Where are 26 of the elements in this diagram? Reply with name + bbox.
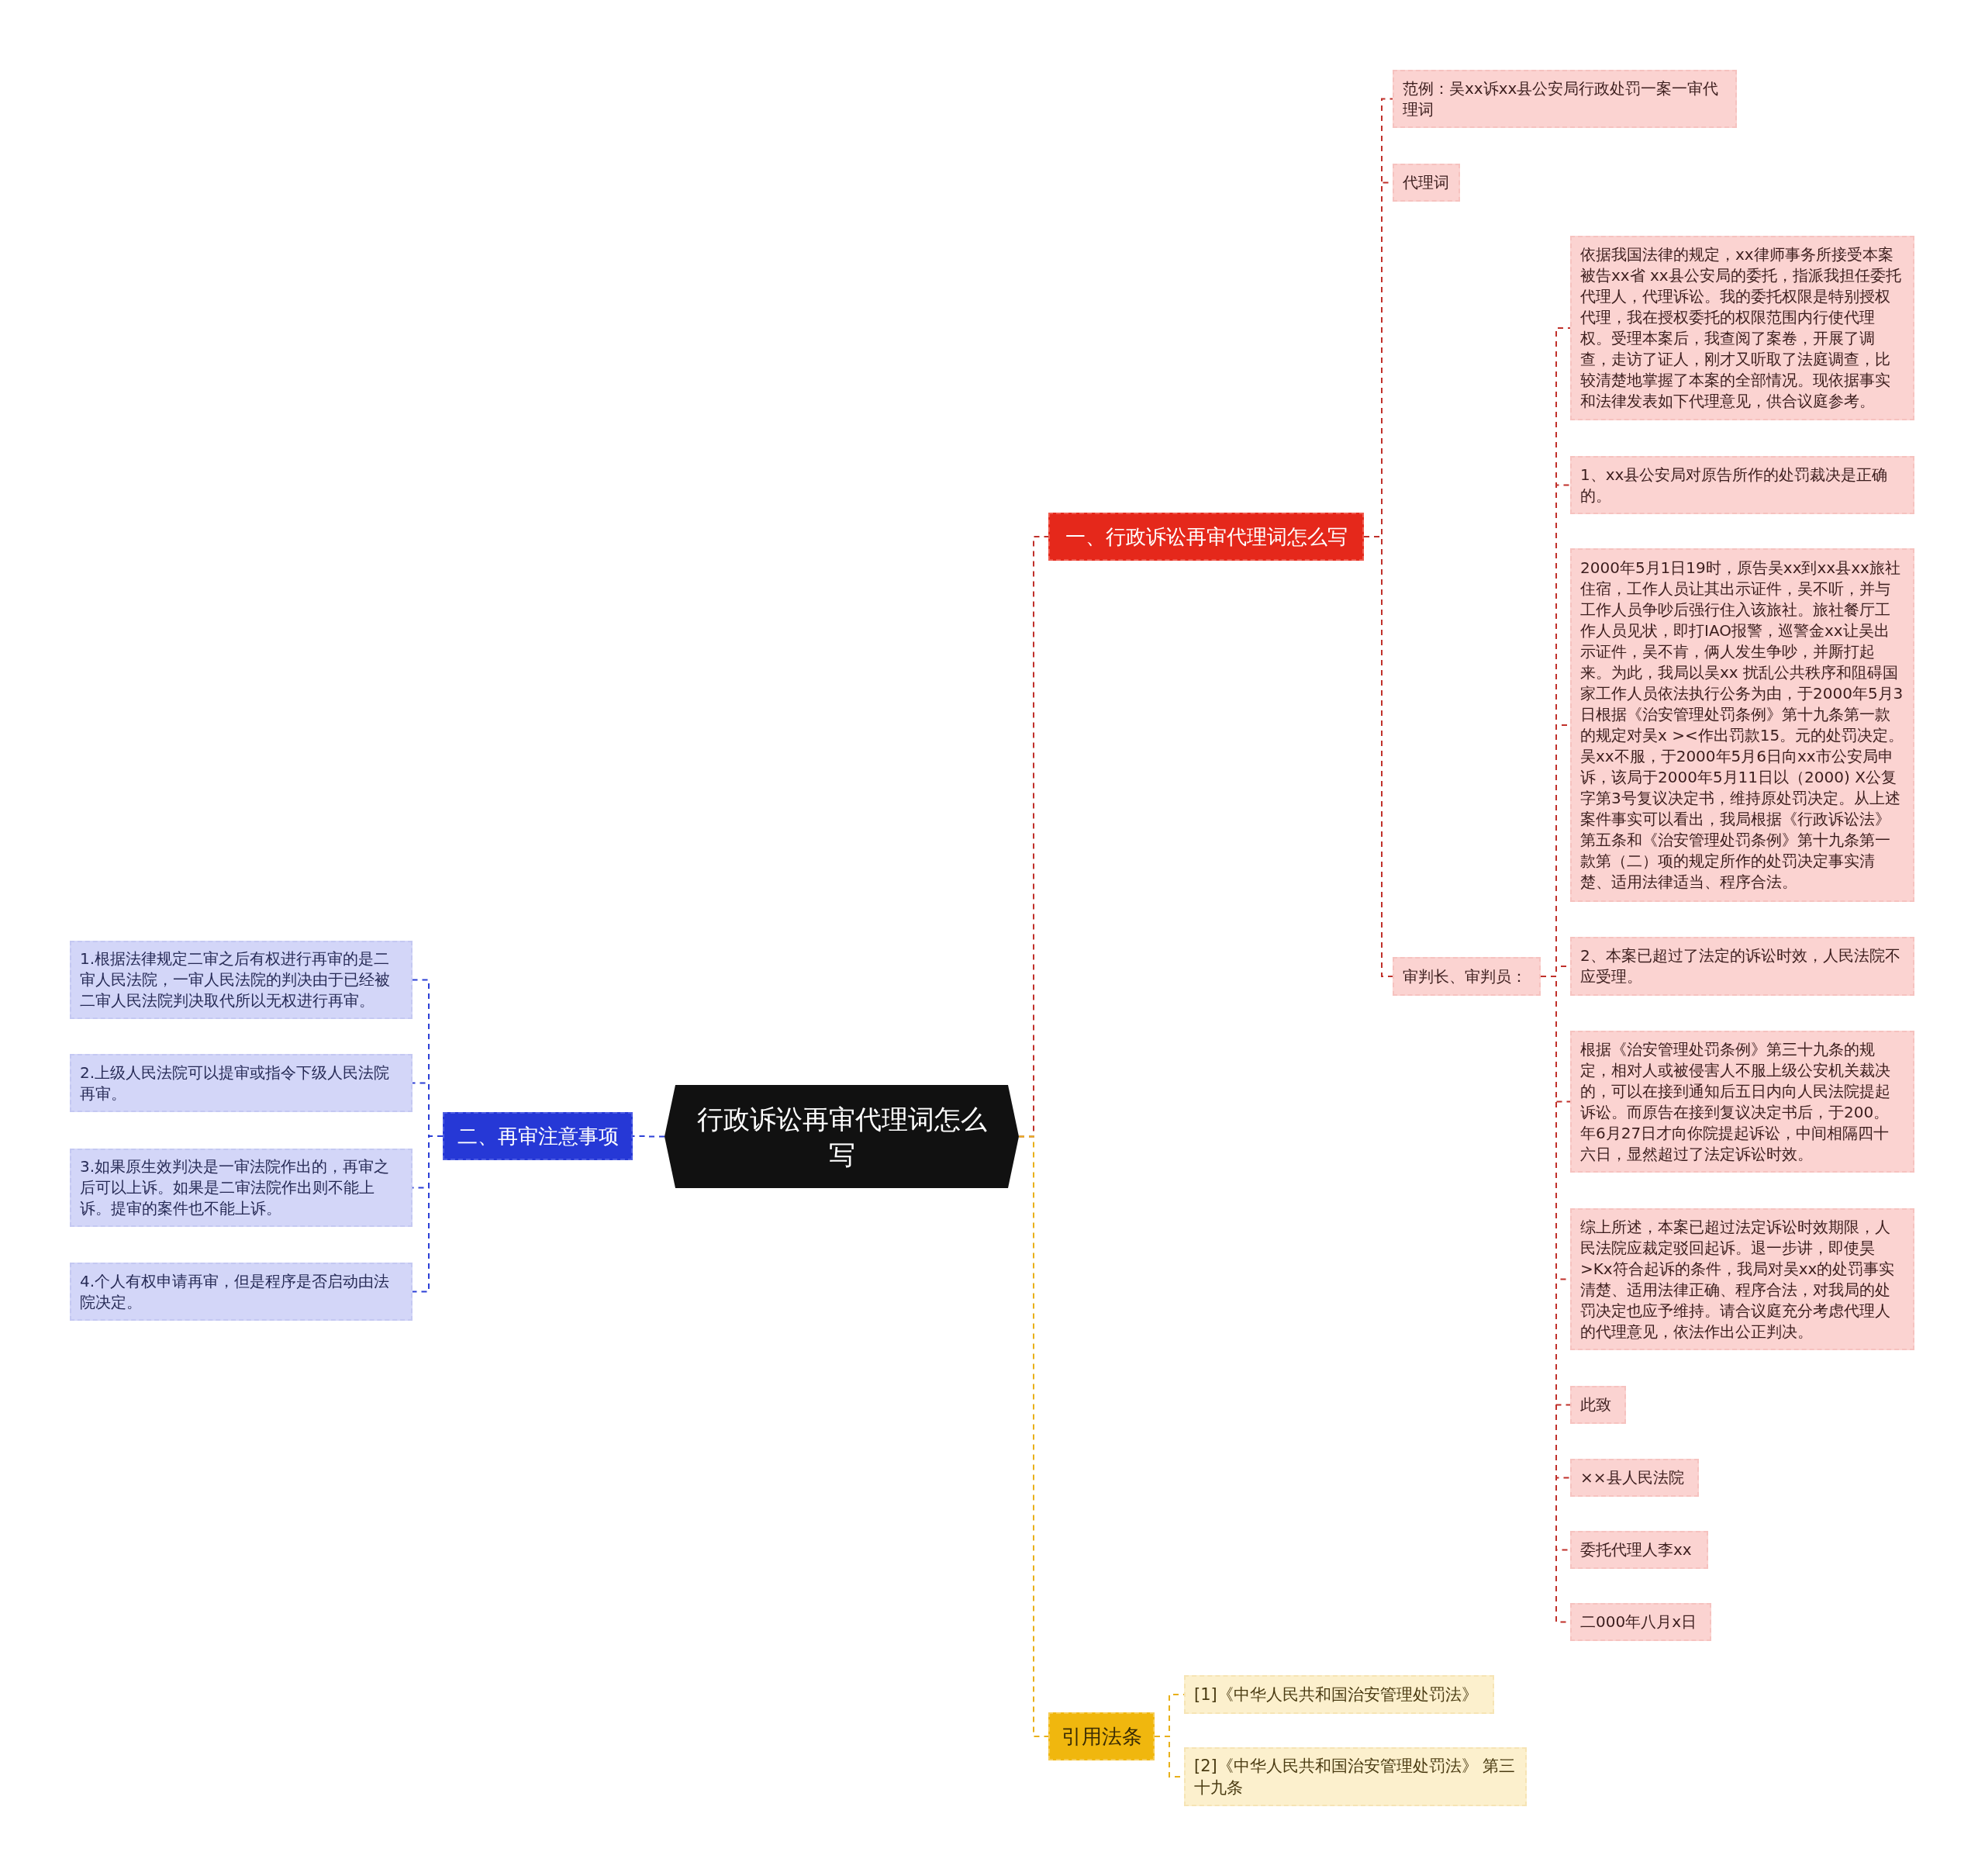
text-box: 根据《治安管理处罚条例》第三十九条的规定，相对人或被侵害人不服上级公安机关裁决的，可以在接到通知后五日内向人民法院提起诉讼。而原告在接到复议决定书后，于200。年6月27日才向你院提起诉讼，中间相隔四十六日，显然超过了法定诉讼时效。 — [1570, 1031, 1914, 1173]
branch-topic: 引用法条 — [1048, 1712, 1155, 1760]
connector-line — [632, 1135, 665, 1138]
text-box: 综上所述，本案已超过法定诉讼时效期限，人民法院应裁定驳回起诉。退一步讲，即使昊>Kx符合起诉的条件，我局对吴xx的处罚事实清楚、适用法律正确、程序合法，对我局的处罚决定也应予维持。请合议庭充分考虑代理人的代理意见，依法作出公正判决。 — [1570, 1208, 1914, 1350]
reference-box: [2]《中华人民共和国治安管理处罚法》 第三十九条 — [1184, 1747, 1527, 1806]
text-box: ××县人民法院 — [1570, 1459, 1699, 1497]
connector-line — [1018, 1135, 1049, 1737]
text-box: 代理词 — [1393, 164, 1460, 202]
central-topic: 行政诉讼再审代理词怎么写 — [665, 1085, 1019, 1188]
text-box: 3.如果原生效判决是一审法院作出的，再审之后可以上诉。如果是二审法院作出则不能上诉。提审的案件也不能上诉。 — [70, 1149, 413, 1227]
text-box: 1、xx县公安局对原告所作的处罚裁决是正确的。 — [1570, 456, 1914, 514]
text-box: 审判长、审判员： — [1393, 957, 1541, 996]
text-box: 此致 — [1570, 1386, 1626, 1424]
branch-topic: 一、行政诉讼再审代理词怎么写 — [1048, 513, 1364, 561]
text-box: 委托代理人李xx — [1570, 1531, 1708, 1569]
text-box: 2.上级人民法院可以提审或指令下级人民法院再审。 — [70, 1054, 413, 1112]
branch-topic: 二、再审注意事项 — [443, 1112, 633, 1160]
text-box: 1.根据法律规定二审之后有权进行再审的是二审人民法院，一审人民法院的判决由于已经被二审人民法院判决取代所以无权进行再审。 — [70, 941, 413, 1019]
text-box: 二000年八月x日 — [1570, 1603, 1711, 1641]
text-box: 4.个人有权申请再审，但是程序是否启动由法院决定。 — [70, 1263, 413, 1321]
text-box: 2、本案已超过了法定的诉讼时效，人民法院不应受理。 — [1570, 937, 1914, 996]
text-box: 依据我国法律的规定，xx律师事务所接受本案被告xx省 xx县公安局的委托，指派我担任委托代理人，代理诉讼。我的委托权限是特别授权代理，我在授权委托的权限范围内行使代理权。受理本案后，我查阅了案卷，开展了调查，走访了证人，刚才又听取了法庭调查，比较清楚地掌握了本案的全部情况。现依据事实和法律发表如下代理意见，供合议庭参考。 — [1570, 236, 1914, 420]
text-box: 范例：吴xx诉xx县公安局行政处罚一案一审代理词 — [1393, 70, 1737, 128]
text-box: 2000年5月1日19时，原告吴xx到xx县xx旅社住宿，工作人员让其出示证件，吴不听，并与工作人员争吵后强行住入该旅社。旅社餐厅工作人员见状，即打IAO报警，巡警金xx让吴出示证件，吴不肯，俩人发生争吵，并厮打起来。为此，我局以吴xx 扰乱公共秩序和阻碍国家工作人员依法执行公务为由，于2000年5月3日根据《治安管理处罚条例》第十九条第一款的规定对吴x ><作出罚款15。元的处罚决定。吴xx不服，于2000年5月6日向xx市公安局申诉，该局于2000年5月11日以（2000) X公复字第3号复议决定书，维持原处罚决定。从上述案件事实可以看出，我局根据《行政诉讼法》第五条和《治安管理处罚条例》第十九条第一款第（二）项的规定所作的处罚决定事实清楚、适用法律适当、程序合法。 — [1570, 548, 1914, 902]
connector-line — [412, 1135, 444, 1293]
reference-box: [1]《中华人民共和国治安管理处罚法》 — [1184, 1675, 1494, 1714]
